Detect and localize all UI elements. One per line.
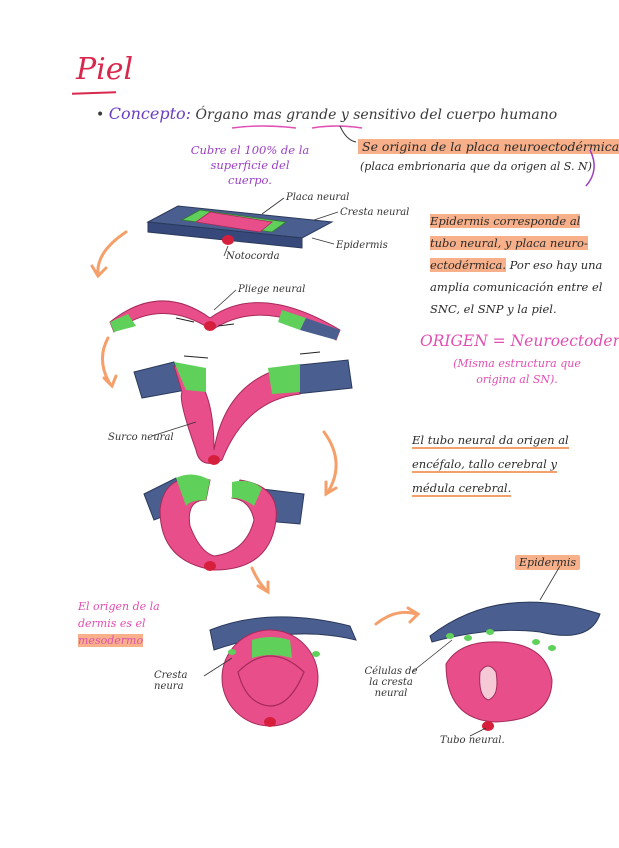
concept-text: Órgano mas grande y sensitivo del cuerpo…	[195, 107, 558, 123]
stage2-fold	[109, 300, 341, 341]
label-cresta-neural: Cresta neural	[340, 207, 410, 218]
arrow-to-origin	[339, 125, 357, 143]
notochord-2	[204, 321, 216, 331]
origin-note: Se origina de la placa neuroectodérmica	[358, 139, 619, 154]
label-celulas-cresta: Células de la cresta neural	[364, 666, 418, 699]
dermis-note: El origen de la dermis es el mesodermo	[78, 598, 168, 649]
notochord-5	[264, 717, 276, 727]
origin-note-sub: (placa embrionaria que da origen al S. N…	[360, 160, 592, 173]
label-pliegue-neural: Pliege neural	[238, 284, 306, 295]
stage5-tube	[209, 616, 357, 727]
page-title: Piel	[76, 52, 134, 87]
origen-heading: ORIGEN = Neuroectodermo	[420, 332, 619, 350]
label-cresta-neura: Cresta neura	[154, 670, 188, 692]
epidermis-paragraph: Epidermis corresponde al tubo neural, y …	[430, 210, 606, 320]
dermis-note-highlight: mesodermo	[78, 634, 144, 647]
epidermis-highlight: Epidermis corresponde al tubo neural, y …	[430, 214, 588, 272]
notochord-1	[222, 235, 234, 245]
notochord-3	[208, 455, 220, 465]
stage1-plate	[146, 205, 334, 249]
label-epidermis: Epidermis	[336, 240, 388, 251]
flow-arrows	[90, 230, 421, 626]
dermis-note-text: El origen de la dermis es el	[78, 600, 160, 630]
epidermis-rest: Por eso hay una amplia comunicación entr…	[430, 258, 603, 316]
concept-label: Concepto:	[108, 104, 192, 123]
stage4-closing	[143, 474, 305, 571]
concept-line: • Concepto: Órgano mas grande y sensitiv…	[96, 104, 557, 123]
tubo-line-1: El tubo neural da origen al	[412, 433, 569, 449]
coverage-note: Cubre el 100% de la superficie del cuerp…	[190, 143, 310, 187]
label-epidermis-tag: Epidermis	[515, 555, 580, 570]
label-notocorda: Notocorda	[226, 251, 280, 262]
label-placa-neural: Placa neural	[286, 192, 350, 203]
underline-mas-grande	[231, 125, 297, 129]
label-tubo-neural: Tubo neural.	[440, 735, 505, 746]
origin-note-main: Se origina de la placa neuroectodérmica	[358, 139, 619, 154]
small-arrows	[175, 317, 321, 359]
notochord-4	[204, 561, 216, 571]
concept-bullet: •	[96, 107, 109, 123]
underline-sensitivo	[311, 125, 363, 129]
origen-sub: (Misma estructura que origina al SN).	[453, 357, 581, 386]
tubo-paragraph: El tubo neural da origen al encéfalo, ta…	[412, 428, 598, 500]
label-surco-neural: Surco neural	[108, 432, 174, 443]
stage3-groove	[133, 359, 353, 465]
leader-lines	[151, 197, 561, 737]
tubo-line-2: encéfalo, tallo cerebral y	[412, 457, 557, 473]
stage6-mature	[429, 601, 601, 731]
tubo-line-3: médula cerebral.	[412, 481, 512, 497]
arrow-purple	[585, 149, 595, 187]
